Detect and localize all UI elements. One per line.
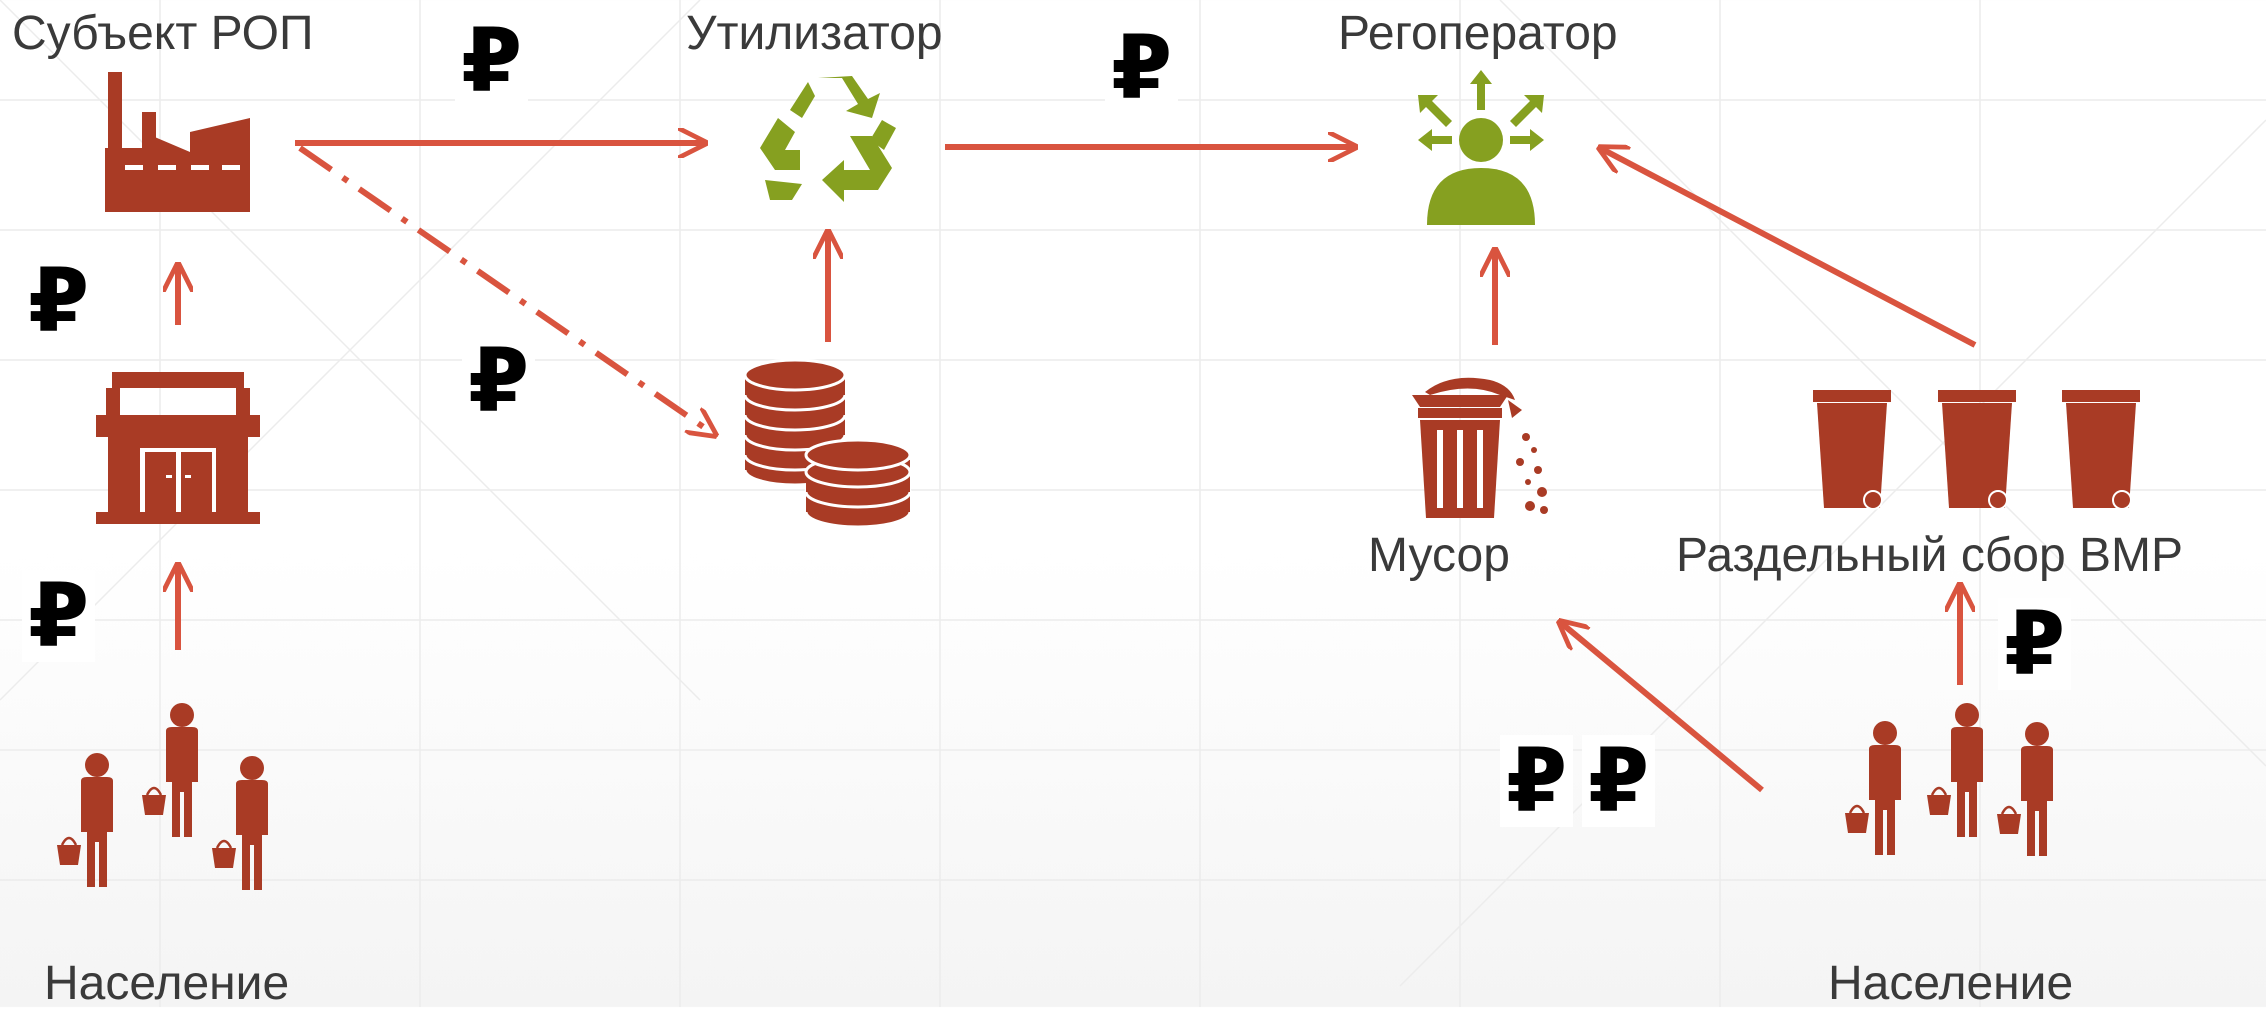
label-utilizer: Утилизатор bbox=[686, 7, 943, 60]
trash-can-icon bbox=[1412, 377, 1548, 518]
label-regoperator: Регоператор bbox=[1338, 7, 1618, 60]
arrow-population-to-trash bbox=[1560, 622, 1764, 793]
manager-icon bbox=[1418, 70, 1544, 225]
arrow-bins-to-regoperator bbox=[1600, 148, 1977, 348]
people-with-baskets-icon bbox=[57, 703, 268, 890]
ruble-sign-utilizer-to-regoperator: ₽ bbox=[1105, 22, 1179, 114]
waste-bins-icon bbox=[1813, 390, 2140, 510]
store-icon bbox=[96, 372, 260, 524]
label-subject-rop: Субъект РОП bbox=[12, 7, 314, 60]
ruble-sign-population-to-trash-1: ₽ bbox=[1500, 735, 1574, 827]
ruble-sign-producer-to-utilizer: ₽ bbox=[455, 15, 529, 107]
ruble-sign-producer-to-fund: ₽ bbox=[462, 335, 536, 427]
factory-icon bbox=[105, 72, 250, 212]
recycle-icon bbox=[760, 76, 896, 202]
coins-icon bbox=[743, 358, 912, 529]
people-with-baskets-icon bbox=[1845, 703, 2053, 856]
ruble-sign-population-to-trash-2: ₽ bbox=[1582, 735, 1656, 827]
ruble-sign-population-to-bins: ₽ bbox=[1998, 598, 2072, 690]
label-population-right: Население bbox=[1828, 957, 2074, 1010]
ruble-sign-population-to-store: ₽ bbox=[22, 570, 96, 662]
ruble-sign-store-to-producer: ₽ bbox=[22, 255, 96, 347]
label-separate-collection: Раздельный сбор ВМР bbox=[1676, 529, 2184, 582]
arrow-producer-to-fund bbox=[298, 145, 715, 435]
label-population-left: Население bbox=[44, 957, 290, 1010]
label-trash: Мусор bbox=[1368, 529, 1510, 582]
